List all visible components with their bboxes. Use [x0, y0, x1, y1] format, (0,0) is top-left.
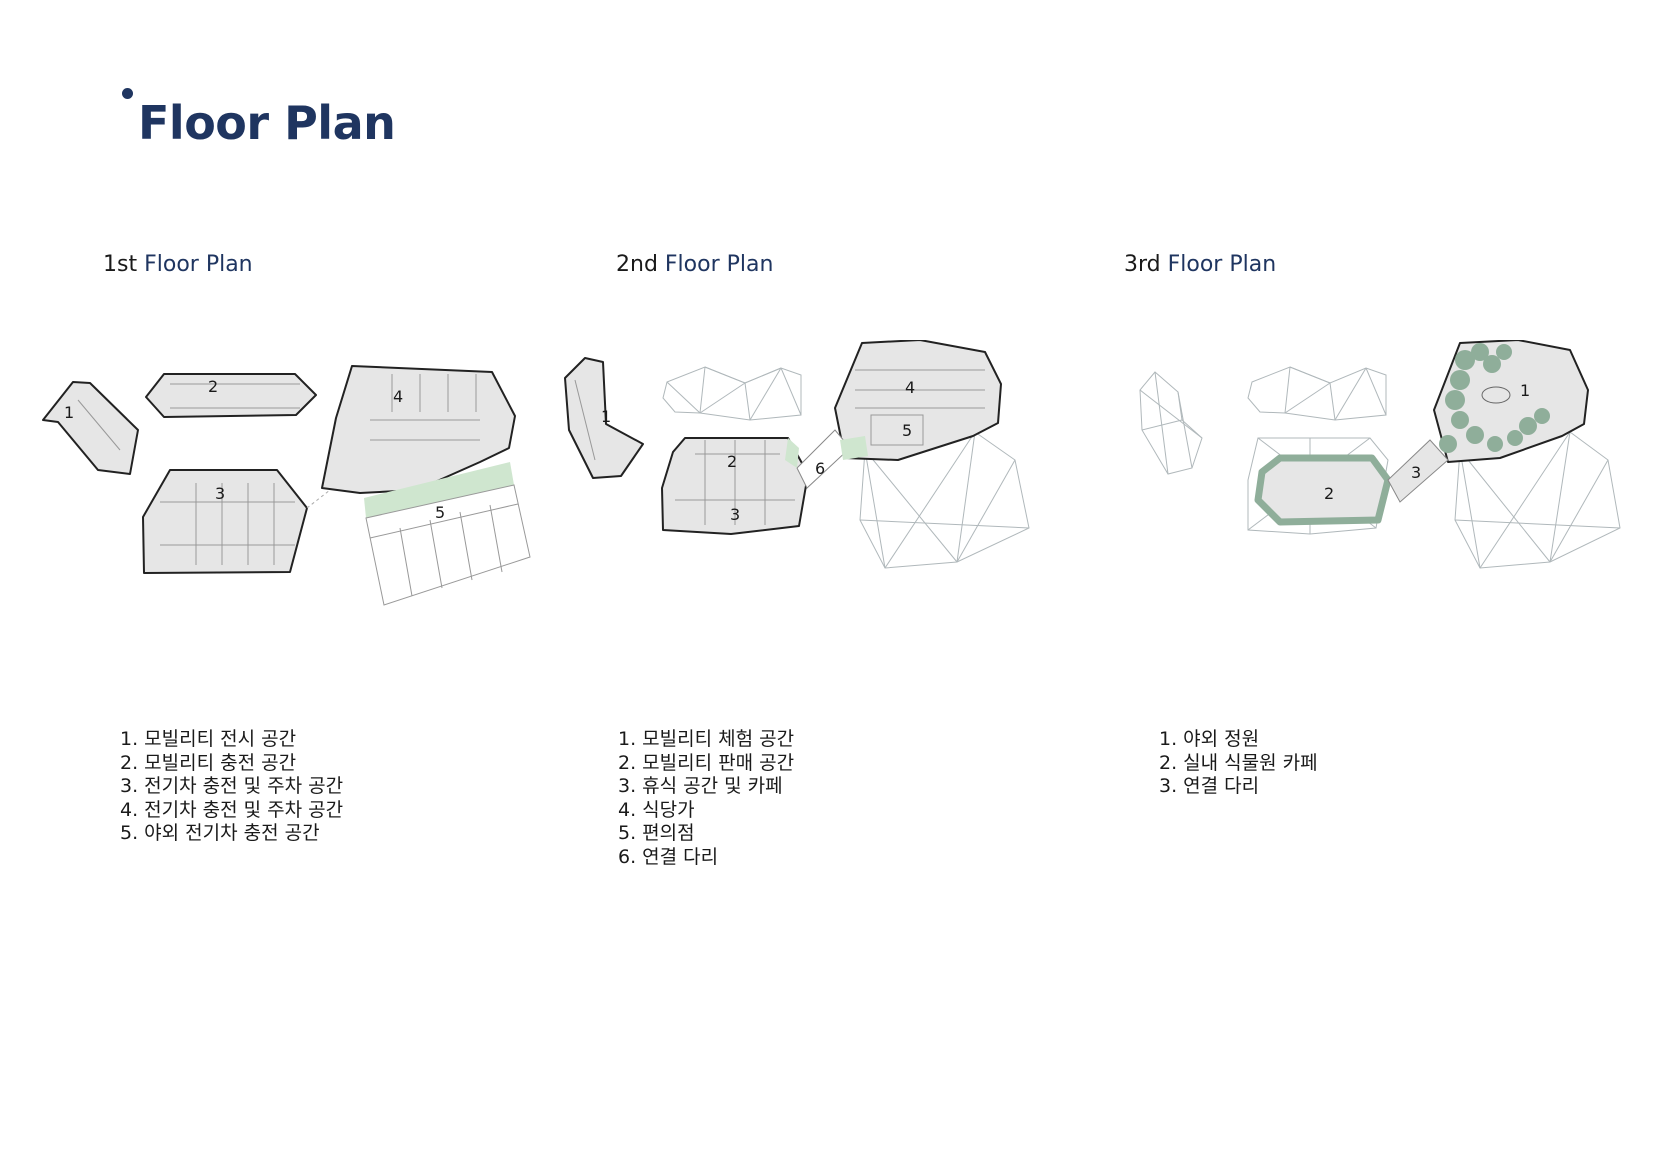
floor-2-plan: 1 2 3 4 5 6: [564, 340, 1030, 569]
floor-2-zone-2-label: 2: [727, 452, 737, 471]
floor-3-legend-item: 3. 연결 다리: [1159, 775, 1260, 797]
title-bullet: [122, 88, 133, 99]
floor-2-legend-item: 2. 모빌리티 판매 공간: [618, 751, 795, 774]
floor-1-zone-5-green-strip: [364, 462, 514, 518]
floor-1-heading-prefix: 1st: [103, 252, 138, 277]
page-title: Floor Plan: [138, 96, 396, 150]
floor-3-zone-3-label: 3: [1411, 463, 1421, 482]
floor-3-zone-3-bridge: [1387, 439, 1449, 503]
floor-3-legend-item: 2. 실내 식물원 카페: [1159, 751, 1318, 774]
floor-1-zone-4-label: 4: [393, 387, 403, 406]
floor-1-heading-suffix: Floor Plan: [144, 252, 253, 277]
floor-2-zone-3-label: 3: [730, 505, 740, 524]
floor-1-heading: 1st Floor Plan: [103, 252, 253, 277]
floor-1-detail-lines: [77, 374, 519, 597]
floor-2-green-patch-right: [840, 436, 868, 460]
floor-2-zone-1-shape: [564, 357, 644, 479]
floor-3-garden-trees: [1439, 343, 1550, 453]
floor-3-zone-2-label: 2: [1324, 484, 1334, 503]
floor-2-legend-item: 3. 휴식 공간 및 카페: [618, 775, 783, 797]
floor-2-heading-suffix: Floor Plan: [664, 252, 774, 277]
floor-1-zone-5-shape: [365, 484, 531, 606]
floor-2-detail-lines: [574, 369, 985, 525]
floor-3-legend-item: 1. 야외 정원: [1159, 728, 1260, 750]
floor-3-heading-prefix: 3rd: [1124, 252, 1161, 277]
floor-1-legend-item: 3. 전기차 충전 및 주차 공간: [120, 775, 344, 797]
floor-1-plan: 1 2 3 4 5: [42, 365, 531, 606]
floor-3-garden-seating: [1481, 386, 1511, 404]
floor-3-heading-suffix: Floor Plan: [1167, 252, 1277, 277]
floor-2-green-patch-left: [785, 438, 799, 468]
floor-2-roof-outline: [662, 366, 1030, 569]
floor-3-heading: 3rd Floor Plan: [1124, 252, 1276, 277]
floor-2-zone-1-label: 1: [601, 407, 611, 426]
floor-1-zone-5-label: 5: [435, 503, 445, 522]
floor-3-plan: 1 2 3: [1139, 340, 1621, 569]
floor-1-zone-4-shape: [321, 365, 516, 494]
floor-2-legend-item: 1. 모빌리티 체험 공간: [618, 728, 795, 750]
floor-1-connector-lines: [306, 489, 331, 509]
floor-1-zone-1-shape: [42, 381, 139, 475]
floor-1-legend-item: 2. 모빌리티 충전 공간: [120, 751, 297, 774]
floor-2-heading: 2nd Floor Plan: [616, 252, 773, 277]
floor-1-legend: 1. 모빌리티 전시 공간 2. 모빌리티 충전 공간 3. 전기차 충전 및 …: [120, 728, 343, 846]
floor-2-zone-5-label: 5: [902, 421, 912, 440]
floor-1-zone-1-label: 1: [64, 403, 74, 422]
floor-3-zone-1-label: 1: [1520, 381, 1530, 400]
floor-1-legend-item: 4. 전기차 충전 및 주차 공간: [120, 798, 344, 821]
floor-3-legend: 1. 야외 정원 2. 실내 식물원 카페 3. 연결 다리: [1159, 728, 1318, 799]
floor-2-legend: 1. 모빌리티 체험 공간 2. 모빌리티 판매 공간 3. 휴식 공간 및 카…: [618, 728, 794, 869]
floor-1-zone-3-label: 3: [215, 484, 225, 503]
floor-1-legend-item: 5. 야외 전기차 충전 공간: [120, 822, 320, 844]
floor-2-heading-prefix: 2nd: [616, 252, 658, 277]
floor-3-outline-lines: [1139, 366, 1621, 569]
floor-1-legend-item: 1. 모빌리티 전시 공간: [120, 728, 297, 750]
floor-3-zone-2-shape: [1254, 454, 1392, 526]
floor-1-zone-2-label: 2: [208, 377, 218, 396]
floor-2-legend-item: 4. 식당가: [618, 798, 695, 821]
floor-1-zone-2-shape: [145, 373, 317, 418]
floor-2-legend-item: 6. 연결 다리: [618, 845, 719, 868]
floor-2-zone-6-label: 6: [815, 459, 825, 478]
floor-2-zone-4-label: 4: [905, 378, 915, 397]
floor-1-zone-3-shape: [142, 469, 308, 574]
floor-2-legend-item: 5. 편의점: [618, 822, 695, 844]
